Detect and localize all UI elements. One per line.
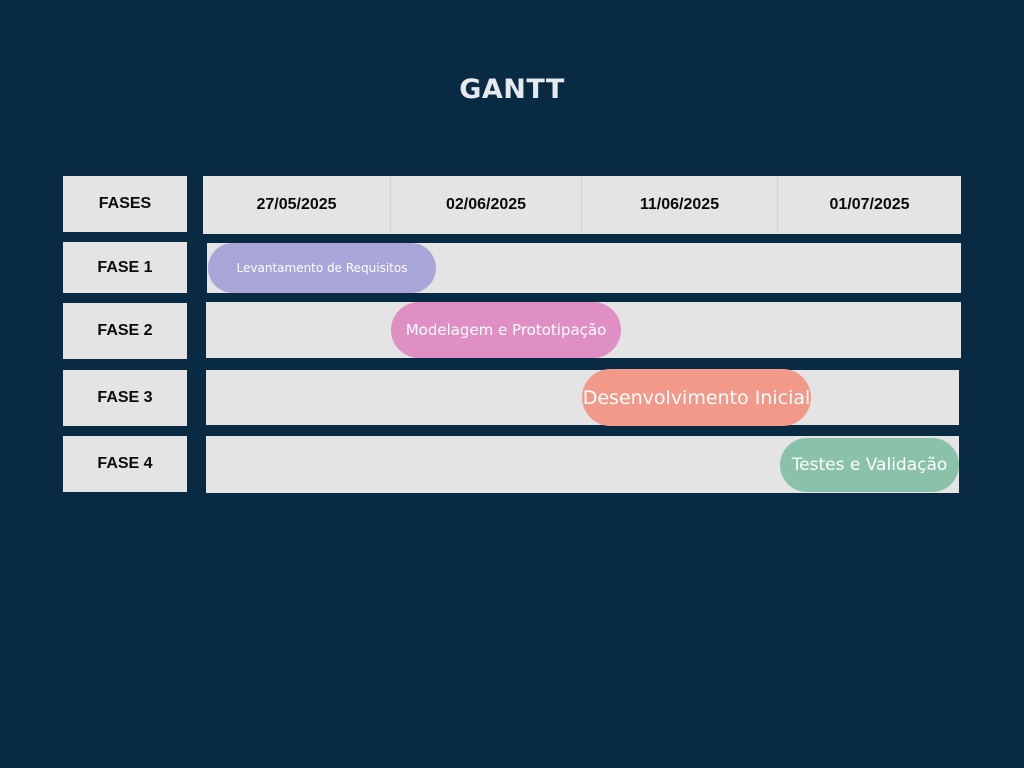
- phase-label: FASE 2: [63, 303, 187, 359]
- date-label: 27/05/2025: [256, 196, 337, 213]
- date-label: 02/06/2025: [390, 176, 581, 234]
- task-bar: Modelagem e Prototipação: [391, 302, 621, 358]
- phase-label: FASE 3: [63, 370, 187, 426]
- date-header: 27/05/2025 02/06/2025 11/06/2025 01/07/2…: [203, 176, 961, 234]
- phase-label: FASE 1: [63, 242, 187, 293]
- date-label: 11/06/2025: [581, 176, 777, 234]
- task-bar: Desenvolvimento Inicial: [582, 369, 811, 426]
- chart-title: GANTT: [459, 74, 565, 105]
- date-label: 01/07/2025: [777, 176, 961, 234]
- task-bar: Levantamento de Requisitos: [208, 243, 436, 293]
- task-bar: Testes e Validação: [780, 438, 959, 492]
- row-header: FASES: [63, 176, 187, 232]
- phase-label: FASE 4: [63, 436, 187, 492]
